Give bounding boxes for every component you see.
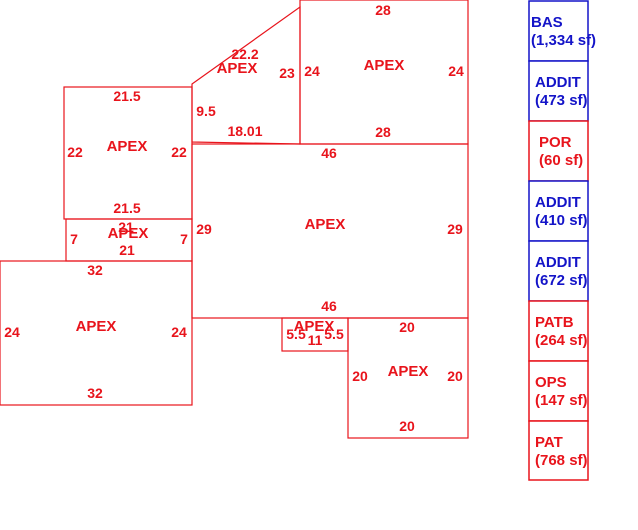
dimension-label: 32 [87,262,103,278]
dimension-label: 24 [304,63,320,79]
legend-item-bas: BAS (1,334 sf) [528,0,596,62]
dimension-label: 21 [119,242,135,258]
legend-item-por: POR (60 sf) [528,120,589,182]
area-label: APEX [76,318,117,335]
area-label: APEX [294,318,335,335]
dimension-label: 23 [279,65,295,81]
dimension-label: 7 [70,231,78,247]
legend-area: (768 sf) [535,452,588,469]
dimension-label: 5.5 [286,326,306,342]
legend-area: (147 sf) [535,392,588,409]
legend-area: (410 sf) [535,212,588,229]
legend-area: (1,334 sf) [531,32,596,49]
area-label: APEX [217,60,258,77]
area-label: APEX [108,225,149,242]
dimension-label: 29 [447,221,463,237]
area-outline [0,260,193,406]
legend-box [528,120,589,182]
area-label: APEX [305,216,346,233]
legend-code: ADDIT [535,254,581,271]
legend-item-addit-1: ADDIT (473 sf) [528,60,589,122]
dimension-label: 22 [171,144,187,160]
legend-box [528,300,589,362]
dimension-label: 20 [399,319,415,335]
area-left-upper: APEX 21.5 22 22 21.5 [63,86,193,220]
area-small: APEX 5.5 11 5.5 [281,317,349,352]
dimension-label: 21.5 [113,88,140,104]
dimension-label: 29 [196,221,212,237]
legend-box [528,0,589,62]
dimension-label: 18.01 [227,123,262,139]
dimension-label: 9.5 [196,103,216,119]
legend-code: PATB [535,314,574,331]
legend-code: ADDIT [535,74,581,91]
dimension-label: 24 [448,63,464,79]
legend-box [528,360,589,422]
area-label: APEX [107,138,148,155]
area-strip: APEX 21 7 7 21 [65,218,193,262]
dimension-label: 7 [180,231,188,247]
legend-box [528,180,589,242]
dimension-label: 28 [375,124,391,140]
dimension-label: 22.2 [231,46,258,62]
area-outline [347,317,469,439]
legend-box [528,60,589,122]
legend-box [528,240,589,302]
legend-code: BAS [531,14,563,31]
dimension-label: 46 [321,145,337,161]
dimension-label: 5.5 [324,326,344,342]
dimension-label: 20 [399,418,415,434]
dimension-label: 24 [171,324,187,340]
dimension-label: 28 [375,2,391,18]
dimension-label: 22 [67,144,83,160]
legend-box [528,420,589,481]
dimension-label: 46 [321,298,337,314]
legend: BAS (1,334 sf) ADDIT (473 sf) POR (60 sf… [528,0,596,481]
dimension-label: 20 [447,368,463,384]
area-bottom-left: APEX 32 24 24 32 [0,260,193,406]
dimension-label: 11 [308,332,323,348]
legend-item-pat: PAT (768 sf) [528,420,589,481]
area-label: APEX [364,57,405,74]
legend-area: (672 sf) [535,272,588,289]
legend-item-addit-3: ADDIT (672 sf) [528,240,589,302]
legend-area: (473 sf) [535,92,588,109]
area-bottom-right: APEX 20 20 20 20 [347,317,469,439]
dimension-label: 21 [118,219,134,235]
dimension-label: 21.5 [113,200,140,216]
legend-code: POR [539,134,572,151]
legend-code: PAT [535,434,563,451]
legend-item-ops: OPS (147 sf) [528,360,589,422]
dimension-label: 24 [4,324,20,340]
area-top-right: APEX 28 24 24 28 [299,0,469,145]
area-label: APEX [388,363,429,380]
area-center: APEX 46 29 29 46 [191,143,469,319]
legend-item-patb: PATB (264 sf) [528,300,589,362]
legend-code: ADDIT [535,194,581,211]
dimension-label: 20 [352,368,368,384]
legend-area: (60 sf) [539,152,583,169]
dimension-label: 32 [87,385,103,401]
legend-item-addit-2: ADDIT (410 sf) [528,180,589,242]
area-triangle: APEX 22.2 23 9.5 18.01 [191,5,301,145]
legend-code: OPS [535,374,567,391]
legend-area: (264 sf) [535,332,588,349]
